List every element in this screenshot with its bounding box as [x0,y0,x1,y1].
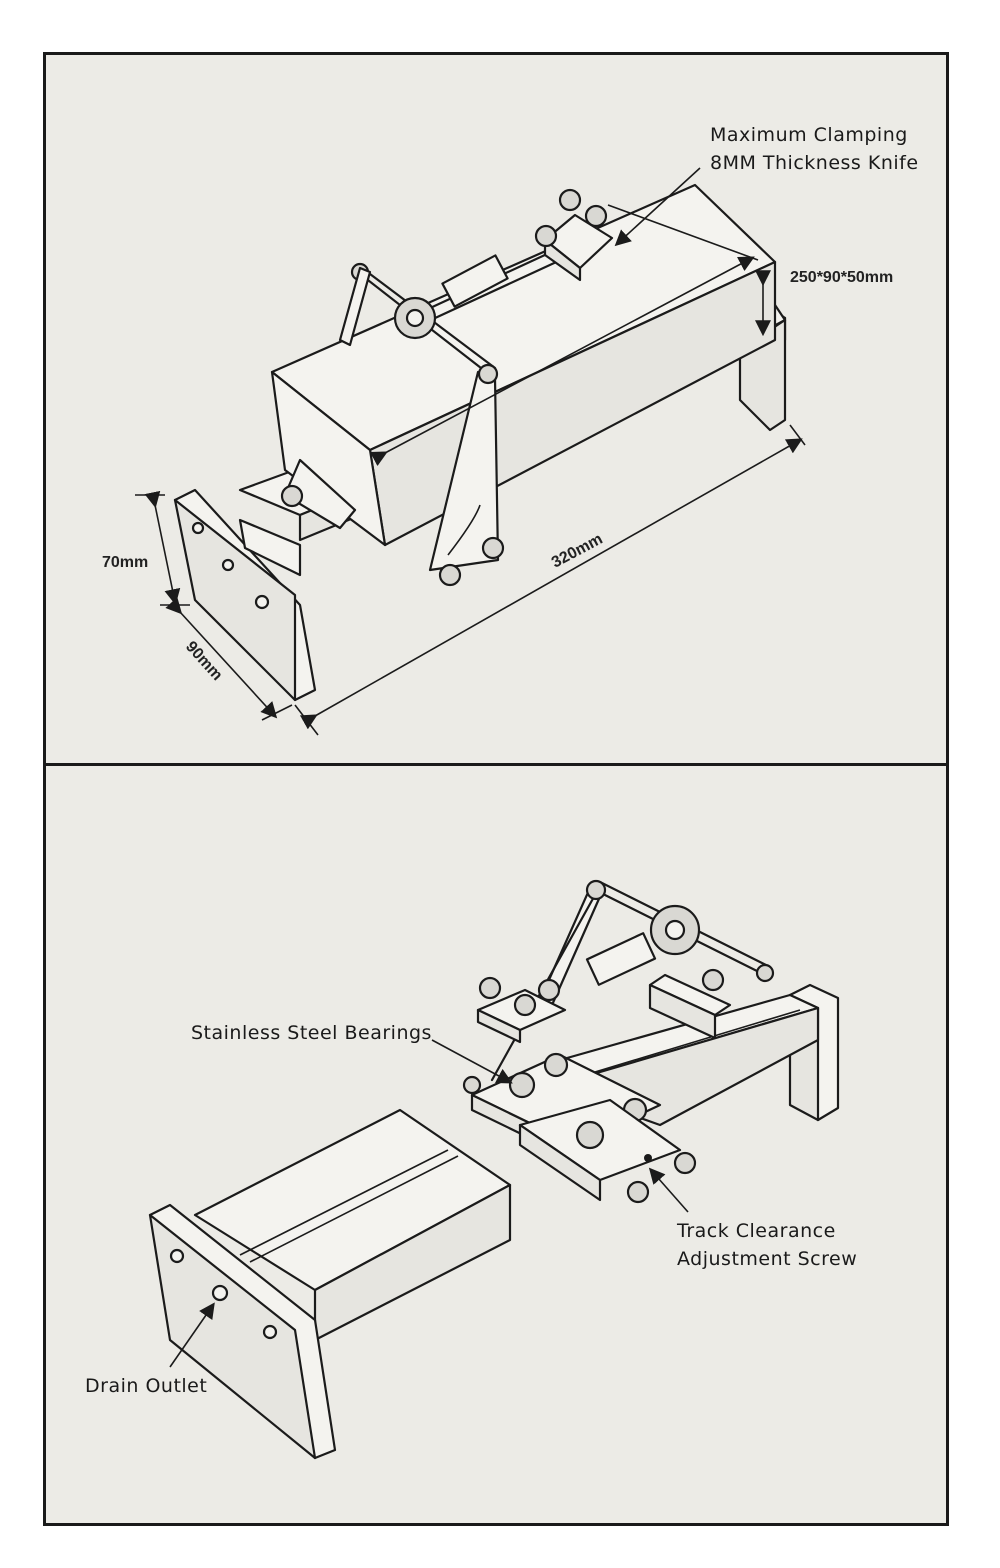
knife-callout-line1: Maximum Clamping [710,124,908,146]
height-dimension-label: 70mm [102,554,148,571]
sharpener-exploded-bottom [148,879,840,1460]
top-dimension-lines [135,167,806,736]
screw-callout-line1: Track Clearance [676,1220,836,1242]
bottom-callout-arrows [169,1039,689,1368]
bottom-diagram-panel [43,766,949,1526]
drain-outlet-callout: Drain Outlet [85,1375,207,1397]
width-dimension-label: 90mm [182,638,226,684]
length-dimension-label: 320mm [549,531,606,572]
box-dimension-label: 250*90*50mm [790,269,893,286]
bearings-callout: Stainless Steel Bearings [191,1022,432,1044]
knife-callout-line2: 8MM Thickness Knife [710,152,919,174]
screw-callout-line2: Adjustment Screw [677,1248,857,1270]
